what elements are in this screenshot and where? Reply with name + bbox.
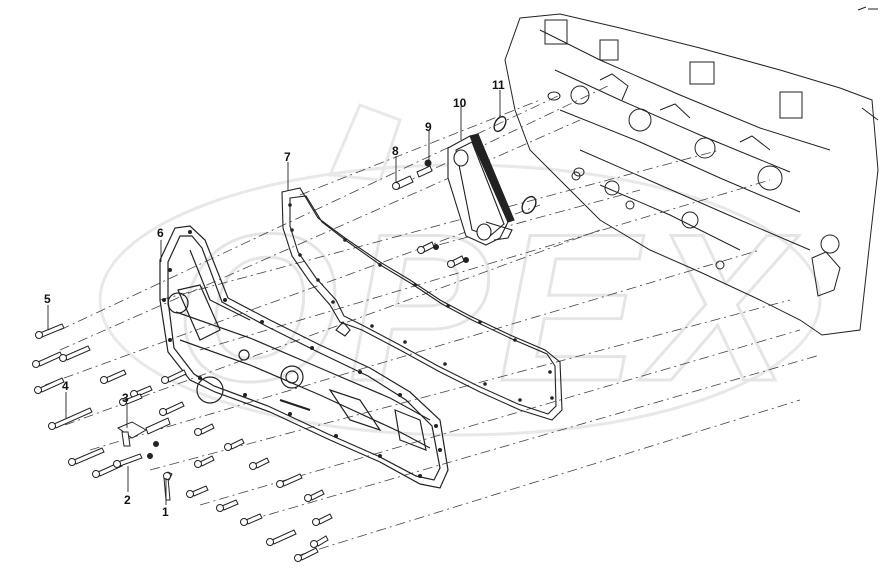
- cooler-block: [447, 133, 515, 246]
- callout-3: 3: [122, 391, 129, 405]
- stud: [113, 453, 143, 468]
- callout-5: 5: [44, 292, 51, 306]
- callout-1: 1: [162, 505, 169, 519]
- callout-4: 4: [62, 379, 69, 393]
- cooler-bolts: [392, 159, 469, 268]
- corner-mark: [857, 6, 878, 11]
- callout-8: 8: [392, 144, 399, 158]
- callout-10: 10: [453, 96, 467, 110]
- callout-6: 6: [157, 226, 164, 240]
- bolt: [32, 323, 333, 562]
- callout-labels: 1 2 3 4 5 6 7 8 9 10 11: [44, 78, 505, 519]
- gasket-outline: [281, 187, 563, 421]
- o-ring: [493, 115, 537, 215]
- callout-2: 2: [124, 493, 131, 507]
- cover-plate-shape: [159, 225, 449, 489]
- callout-11: 11: [492, 78, 505, 92]
- callout-7: 7: [284, 150, 291, 164]
- callout-9: 9: [425, 120, 432, 134]
- sensor: [116, 417, 171, 447]
- engine-block: [504, 13, 879, 336]
- callout-leaders: [47, 90, 501, 505]
